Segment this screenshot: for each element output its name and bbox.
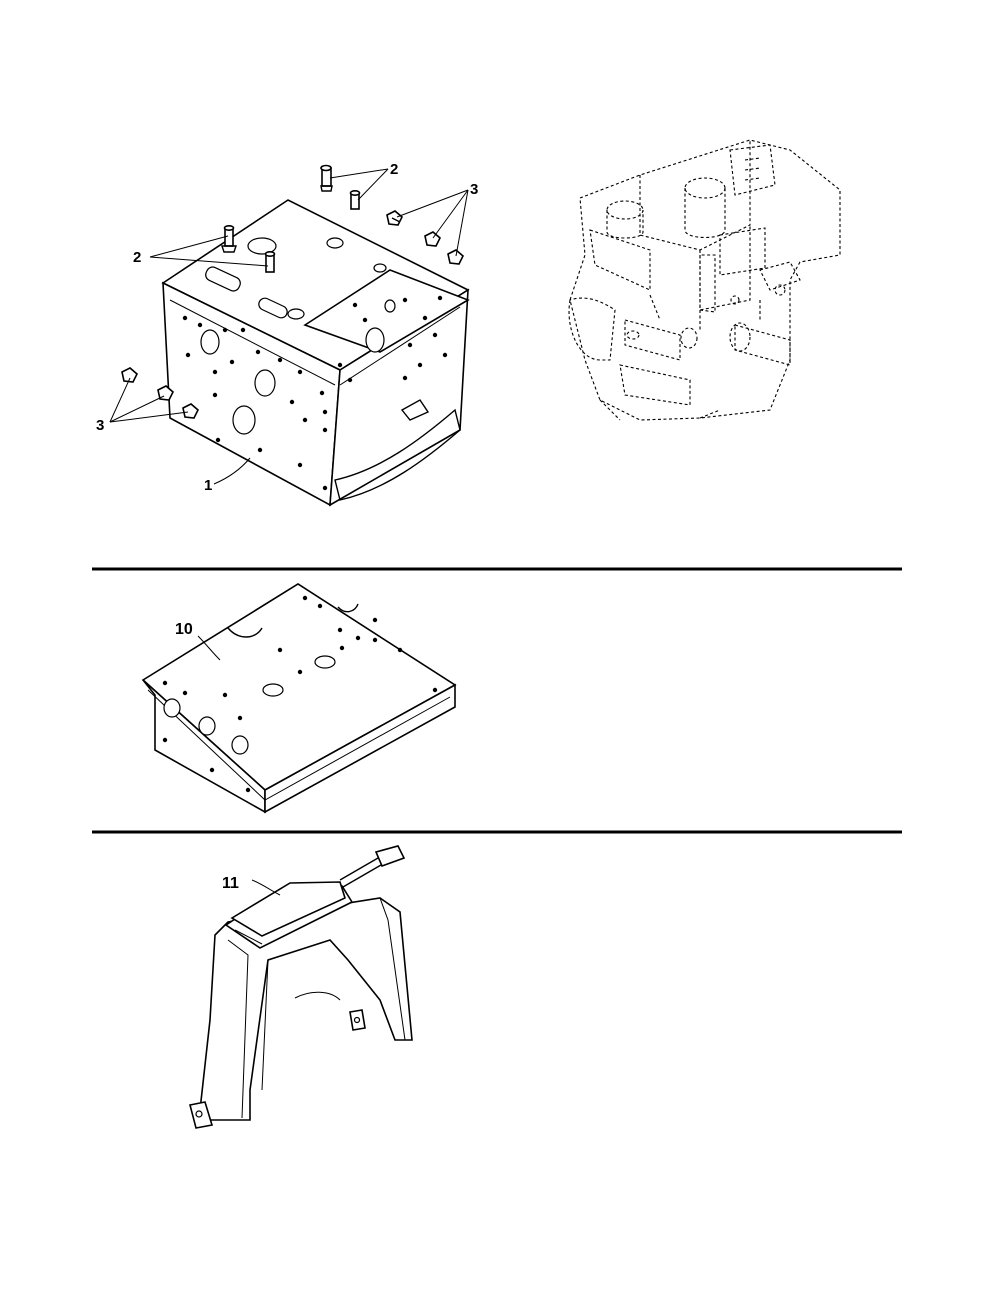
callout-part-3-left: 3 [96, 417, 104, 434]
leader-lines-section-1 [109, 168, 469, 485]
callout-part-11: 11 [222, 875, 239, 892]
callout-part-1: 1 [204, 477, 212, 494]
mounting-plate [141, 583, 457, 814]
callout-part-2-left: 2 [133, 249, 141, 266]
shroud-cover [189, 845, 413, 1129]
callout-part-3-top: 3 [470, 181, 478, 198]
frame-assembly [161, 199, 470, 507]
callout-part-2-top: 2 [390, 161, 398, 178]
engine-phantom [568, 139, 841, 421]
callout-part-10: 10 [175, 621, 193, 638]
bolt-fasteners [121, 210, 464, 419]
stud-fasteners [221, 164, 361, 273]
